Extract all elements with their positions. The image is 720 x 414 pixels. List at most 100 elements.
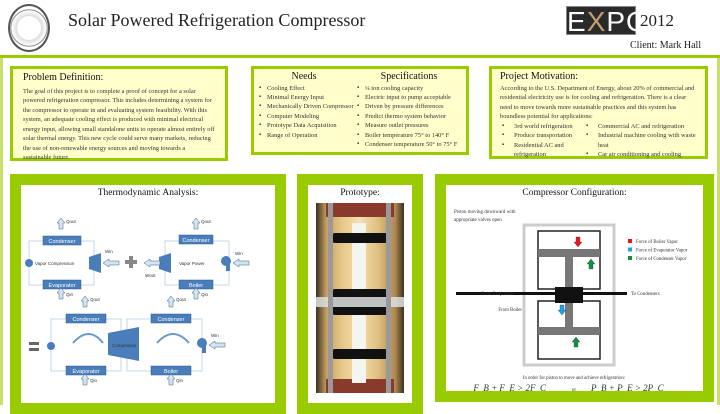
header: Solar Powered Refrigeration Compressor E… <box>0 0 720 58</box>
compressor-title: Compressor Configuration: <box>522 188 627 198</box>
work-arrow-icon <box>208 340 226 350</box>
right-edge <box>717 58 720 405</box>
needs-title: Needs <box>291 71 317 82</box>
flow-label: Win <box>235 251 243 256</box>
specs-title: Specifications <box>380 71 438 82</box>
list-item: Commercial AC and refrigeration <box>584 122 697 132</box>
prototype-photo <box>316 203 404 393</box>
university-seal-logo <box>8 4 50 52</box>
motivation-list-right: Commercial AC and refrigerationIndustria… <box>584 122 697 160</box>
flow-label: Qin <box>201 292 209 297</box>
list-item: Condenser temperature 50° to 75° F <box>356 140 462 150</box>
needs-list: Cooling EffectMinimal Energy InputMechan… <box>258 84 354 141</box>
from-boiler-label: From Boiler <box>498 308 522 313</box>
force-arrow-icon <box>586 258 596 270</box>
from-evaporator-label: From Evaporator <box>481 292 514 297</box>
prototype-panel: Prototype: <box>297 174 423 414</box>
legend-swatch <box>628 239 632 243</box>
compressor-icon <box>108 327 139 361</box>
flow-label: Qout <box>66 219 77 224</box>
heat-arrow-icon <box>56 217 66 230</box>
list-item: Minimal Energy Input <box>258 93 350 103</box>
component-label: Condenser <box>49 239 76 245</box>
flow-label: Qin <box>66 292 74 297</box>
force-arrow-icon <box>573 236 583 248</box>
flow-label: Qin <box>176 378 184 383</box>
compressor-icon <box>89 253 101 273</box>
list-item: Mechanically Driven Compressor <box>258 102 354 112</box>
pump-outlet <box>202 343 206 353</box>
evaporator-line <box>456 292 556 295</box>
compressor-configuration-panel: Compressor Configuration: Piston moving … <box>435 174 714 402</box>
poster-title: Solar Powered Refrigeration Compressor <box>68 10 366 30</box>
equation-pressure: P_B + P_E > 2P_C <box>590 383 665 391</box>
flow-label: Vapor Power <box>179 261 205 266</box>
heat-arrow-icon <box>191 287 201 300</box>
motivation-text: According to the U.S. Department of Ener… <box>500 84 695 121</box>
flow-label: Compressor <box>112 343 137 348</box>
list-item: Cooling Effect <box>258 84 350 94</box>
heat-arrow-icon <box>191 217 201 230</box>
list-item: Industrial machine cooling with waste he… <box>584 131 697 150</box>
legend-label: Force of Evaporator Vapor <box>636 249 688 254</box>
prototype-title: Prototype: <box>340 188 380 198</box>
flow-label: Qin <box>90 378 98 383</box>
needs-specs-box: Needs Cooling EffectMinimal Energy Input… <box>251 66 469 156</box>
list-item: Measure outlet pressures <box>356 121 462 131</box>
turbine-icon <box>159 253 171 273</box>
motivation-list-left: 3rd world refrigerationProduce transport… <box>500 122 584 160</box>
list-item: Produce transportation <box>500 131 584 141</box>
to-condensers-label: To Condensers <box>631 292 660 297</box>
heat-arrow-icon <box>56 287 66 300</box>
caption: In order for piston to move and achieve … <box>523 376 625 381</box>
compressor-diagram: Piston moving downward with appropriate v… <box>454 210 688 391</box>
list-item: Driven by pressure differences <box>356 102 462 112</box>
note-line: appropriate valves open <box>454 218 502 223</box>
flow-label: Win <box>211 333 219 338</box>
list-item: Range of Operation <box>258 131 350 141</box>
problem-title: Problem Definition: <box>23 72 104 83</box>
heat-arrow-icon <box>80 295 90 308</box>
legend-label: Force of Boiler Vapor <box>636 240 678 245</box>
legend-swatch <box>628 247 632 252</box>
list-item: Computer Modeling <box>258 112 350 122</box>
flow-arrow-icon <box>156 333 190 344</box>
component-label: Boiler <box>164 369 178 375</box>
equals-icon <box>29 342 39 345</box>
specs-list: ¼ ton cooling capacityElectric input to … <box>356 84 462 150</box>
component-box <box>150 313 192 324</box>
problem-text: The goal of this project is to complete … <box>23 87 215 162</box>
heat-arrow-icon <box>166 373 176 386</box>
project-motivation-box: Project Motivation: According to the U.S… <box>489 66 708 159</box>
force-arrow-icon <box>571 336 581 348</box>
component-label: Condenser <box>73 317 100 323</box>
flow-label: Win <box>105 249 113 254</box>
list-item: Car air conditioning and cooling <box>584 150 697 160</box>
flow-label: Qout <box>90 297 101 302</box>
work-arrow-icon <box>232 258 250 268</box>
work-arrow-icon <box>143 258 161 268</box>
heat-arrow-icon <box>166 295 176 308</box>
pump-outlet <box>226 261 230 271</box>
expansion-valve-icon <box>25 259 33 267</box>
heat-arrow-icon <box>80 373 90 386</box>
list-item: 3rd world refrigeration <box>500 122 584 132</box>
condenser-line <box>582 292 627 295</box>
list-item: Residential AC and refrigeration <box>500 141 584 160</box>
legend-swatch <box>628 256 632 260</box>
note-line: Piston moving downward with <box>454 210 516 215</box>
legend-label: Force of Condenser Vapor <box>636 257 687 262</box>
force-arrow-icon <box>557 304 567 316</box>
flow-label: Vapor Compression <box>35 261 75 266</box>
flow-label: Qout <box>201 219 212 224</box>
component-box <box>65 313 107 324</box>
work-arrow-icon <box>102 258 120 268</box>
component-label: Condenser <box>158 317 185 323</box>
list-item: Predict thermo system behavior <box>356 112 462 122</box>
list-item: Boiler temperature 75° to 140° F <box>356 131 462 141</box>
component-label: Evaporator <box>73 369 100 375</box>
expo-logo: EXPO <box>566 6 649 37</box>
thermo-title: Thermodynamic Analysis: <box>97 188 199 198</box>
